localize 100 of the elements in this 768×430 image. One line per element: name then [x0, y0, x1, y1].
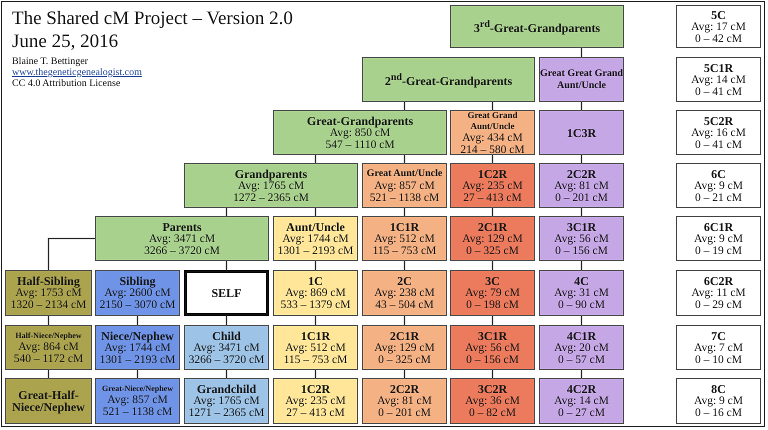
relationship-name: Great Great Grand Aunt/Uncle [540, 68, 623, 92]
relationship-name: 3C [485, 275, 500, 287]
relationship-box [362, 163, 447, 208]
relationship-box [362, 325, 447, 370]
relationship-box [539, 216, 624, 261]
relationship-box [676, 216, 761, 261]
cm-value: 0 – 10 cM [695, 354, 742, 366]
relationship-name: 6C2R [704, 275, 734, 287]
relationship-name: 1C1R [300, 330, 330, 342]
relationship-name: 3$^{rd}$-Great-Grandparents [474, 19, 600, 34]
cm-value: 27 – 413 cM [286, 407, 345, 419]
connector-line [404, 316, 406, 325]
relationship-box [273, 378, 358, 424]
relationship-box [95, 270, 180, 316]
relationship-name: 2C2R [390, 383, 420, 395]
cm-value: 0 – 201 cM [378, 407, 431, 419]
cm-value: Avg: 434 cM [462, 132, 523, 144]
cm-value: Avg: 17 cM [691, 20, 746, 32]
cm-value: 1301 – 2193 cM [278, 244, 354, 256]
relationship-name: Great-Niece/Nephew [102, 384, 173, 394]
cm-value: Avg: 36 cM [465, 395, 520, 407]
connector-line [314, 155, 316, 163]
relationship-name: Grandchild [196, 383, 256, 395]
cm-value: Avg: 56 cM [554, 232, 609, 244]
cm-value: Avg: 31 cM [554, 287, 609, 299]
cm-value: 1301 – 2193 cM [100, 354, 176, 366]
relationship-name: 1C2R [478, 168, 508, 180]
relationship-box [95, 216, 269, 261]
relationship-box [184, 378, 269, 424]
connector-line [314, 208, 316, 216]
cm-value: 521 – 1138 cM [102, 406, 172, 418]
cm-value: Avg: 9 cM [694, 180, 743, 192]
cm-value: Avg: 1753 cM [15, 287, 82, 299]
connector-line [404, 208, 406, 216]
relationship-name: Great-Half-Niece/Nephew [11, 389, 86, 413]
relationship-name: 4C1R [566, 330, 596, 342]
cm-value: 0 – 82 cM [469, 407, 516, 419]
cm-value: Avg: 235 cM [285, 395, 346, 407]
relationship-name: 5C1R [704, 62, 734, 74]
cm-value: Avg: 11 cM [691, 287, 746, 299]
cm-value: 0 – 90 cM [558, 299, 605, 311]
relationship-box [5, 378, 92, 424]
relationship-name: 4C2R [566, 383, 596, 395]
cm-value: Avg: 1744 cM [104, 342, 171, 354]
relationship-name: 2$^{nd}$-Great-Grandparents [384, 72, 512, 87]
relationship-box [676, 110, 761, 155]
relationship-name: Great-Grandparents [306, 114, 414, 126]
relationship-name: 5C [711, 8, 726, 20]
cm-value: Avg: 850 cM [330, 126, 390, 138]
cm-value: 0 – 27 cM [558, 407, 605, 419]
relationship-name: Sibling [119, 275, 156, 287]
relationship-box [273, 270, 358, 316]
cm-value: Avg: 1765 cM [193, 395, 260, 407]
cm-value: 0 – 325 cM [466, 244, 519, 256]
cm-value: 0 – 57 cM [558, 354, 605, 366]
relationship-box [450, 216, 535, 261]
cm-value: 0 – 156 cM [555, 244, 608, 256]
cm-value: 115 – 753 cM [372, 244, 436, 256]
connector-line [492, 102, 494, 110]
relationship-box [450, 378, 535, 424]
connector-line [48, 316, 50, 325]
relationship-box [539, 378, 624, 424]
connector-line [580, 102, 582, 110]
cm-value: Avg: 14 cM [691, 74, 746, 86]
connector-line [136, 316, 138, 325]
license-note: CC 4.0 Attribution License [12, 78, 120, 89]
website-link: www.thegeneticgenealogist.com [12, 67, 142, 78]
cm-value: 540 – 1172 cM [14, 352, 84, 364]
relationship-name: Great Aunt/Uncle [366, 168, 442, 180]
cm-value: Avg: 56 cM [465, 342, 520, 354]
connector-line [48, 370, 50, 378]
cm-value: Avg: 512 cM [285, 342, 346, 354]
relationship-name: Parents [162, 220, 202, 232]
relationship-name: 1C1R [390, 220, 420, 232]
relationship-name: Niece/Nephew [101, 330, 174, 342]
cm-value: Avg: 7 cM [694, 342, 743, 354]
relationship-box [539, 163, 624, 208]
cm-value: 1320 – 2134 cM [10, 299, 86, 311]
cm-value: 115 – 753 cM [284, 354, 348, 366]
relationship-box [450, 163, 535, 208]
relationship-box [5, 270, 92, 316]
relationship-box [539, 270, 624, 316]
relationship-name: 1C [308, 275, 323, 287]
relationship-box [5, 325, 92, 370]
cm-value: Avg: 3471 cM [193, 342, 260, 354]
relationship-name: Half-Sibling [17, 275, 80, 287]
connector-line [404, 261, 406, 270]
connector-line [580, 261, 582, 270]
cm-value: 0 – 156 cM [466, 354, 519, 366]
cm-value: Avg: 2600 cM [104, 287, 171, 299]
relationship-box [539, 325, 624, 370]
relationship-name: 2C1R [478, 220, 508, 232]
connector-line [226, 316, 228, 325]
cm-value: Avg: 3471 cM [148, 232, 216, 244]
relationship-name: 4C [574, 275, 589, 287]
relationship-box [362, 378, 447, 424]
connector-line [492, 155, 494, 163]
cm-value: 1271 – 2365 cM [188, 407, 264, 419]
cm-value: 521 – 1138 cM [370, 192, 440, 204]
relationship-name: 6C [711, 168, 726, 180]
